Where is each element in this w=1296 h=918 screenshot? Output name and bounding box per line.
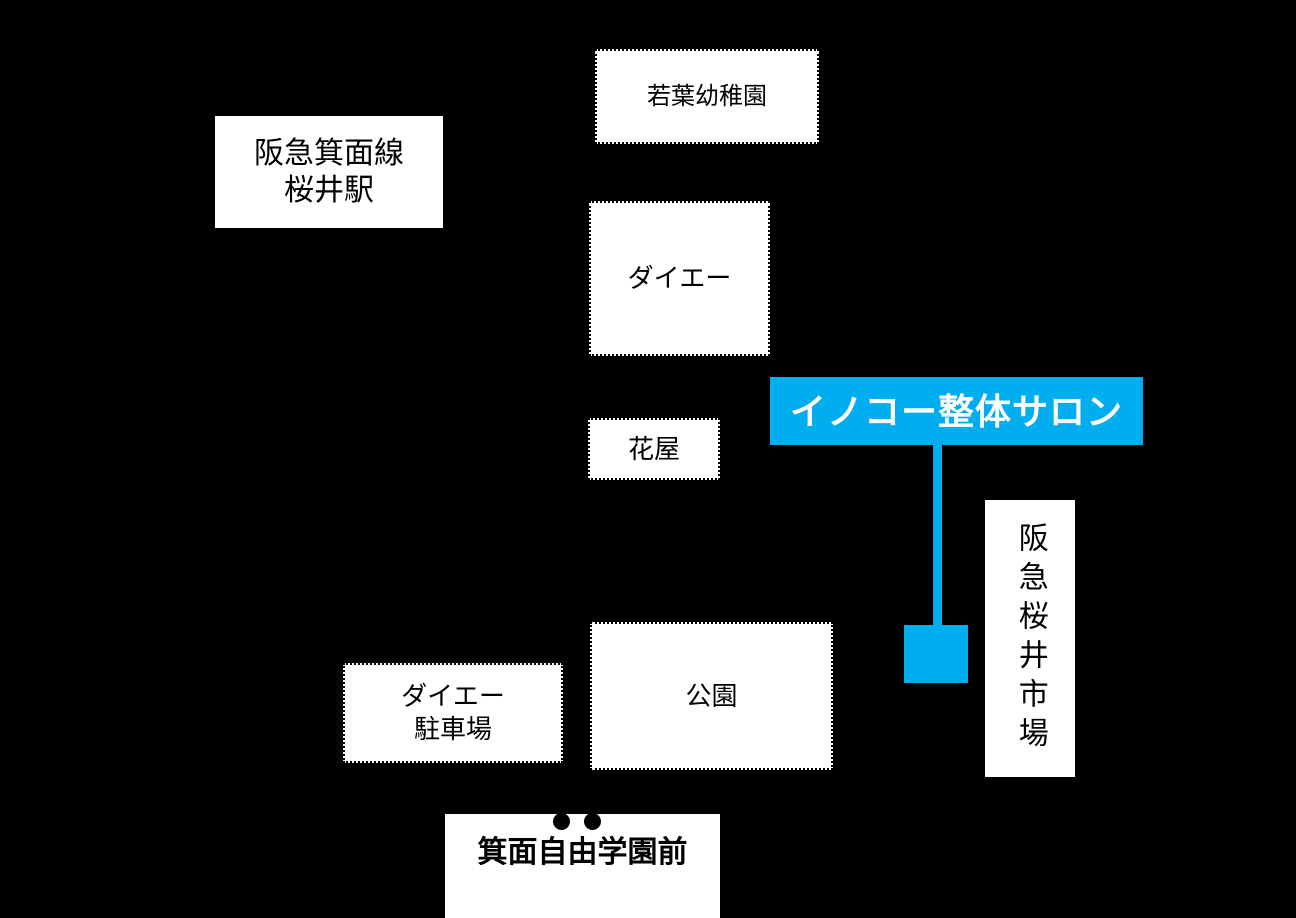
daiei-label: ダイエー (627, 263, 732, 294)
bus-stop-label: 箕面自由学園前 (477, 836, 688, 869)
salon-marker-line (933, 445, 942, 626)
salon-highlight-box: イノコー整体サロン (770, 377, 1143, 445)
daiei-parking-label-line2: 駐車場 (413, 714, 492, 744)
flower-shop-box: 花屋 (588, 418, 720, 480)
market-box: 阪急桜井市場 (985, 500, 1075, 777)
bus-stop-dot-icon (584, 813, 601, 830)
bus-stop-dot-icon (553, 813, 570, 830)
salon-marker-square (904, 625, 968, 683)
kindergarten-label: 若葉幼稚園 (647, 82, 767, 110)
sakurai-station-box: 阪急箕面線 桜井駅 (215, 116, 443, 228)
market-label: 阪急桜井市場 (1013, 521, 1047, 756)
salon-label: イノコー整体サロン (789, 390, 1123, 432)
station-label-line2: 桜井駅 (284, 174, 374, 207)
daiei-parking-box: ダイエー 駐車場 (343, 663, 563, 763)
daiei-parking-label-line1: ダイエー (401, 681, 505, 711)
bus-stop-box: 箕面自由学園前 (445, 814, 720, 918)
daiei-box: ダイエー (589, 201, 770, 356)
park-box: 公園 (590, 622, 833, 770)
station-label-line1: 阪急箕面線 (254, 137, 404, 170)
flower-shop-label: 花屋 (627, 433, 680, 464)
park-label: 公園 (685, 680, 738, 711)
kindergarten-box: 若葉幼稚園 (595, 49, 819, 144)
